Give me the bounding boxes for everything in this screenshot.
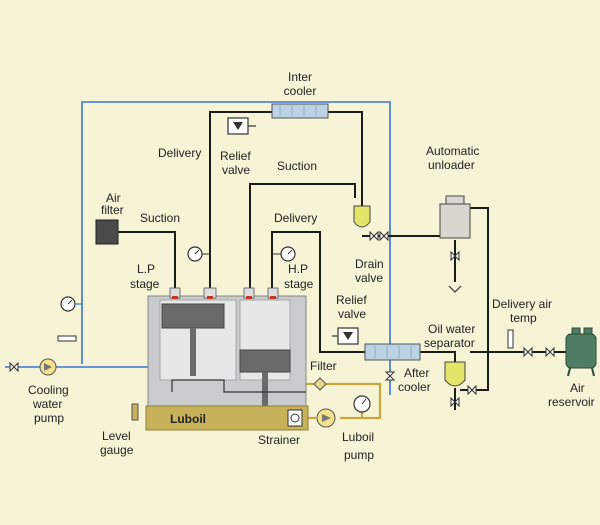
label-delivery-air-temp-2: temp [510, 311, 537, 325]
label-luboil-pump-1: Luboil [342, 430, 374, 444]
label-air-reservoir-1: Air [570, 381, 585, 395]
label-air-filter-2: filter [101, 203, 124, 217]
oil-filter-icon [313, 377, 327, 391]
label-oil-water-sep-1: Oil water [428, 322, 475, 336]
label-cooling-water-pump-3: pump [34, 411, 64, 425]
label-relief-valve-top-1: Relief [220, 149, 251, 163]
label-hp-stage-2: stage [284, 277, 314, 291]
air-lines [118, 111, 566, 410]
label-relief-valve-top-2: valve [222, 163, 250, 177]
air-reservoir-icon [565, 327, 597, 377]
label-drain-valve-1: Drain [355, 257, 384, 271]
pressure-gauge-hp-icon [272, 246, 296, 262]
label-strainer: Strainer [258, 433, 300, 447]
relief-valve-mid-icon [332, 327, 359, 345]
delivery-air-temp-icon [507, 329, 514, 349]
label-intercooler-1: Inter [288, 70, 312, 84]
label-luboil-pump-2: pump [344, 448, 374, 462]
drain-valve-icon [369, 230, 379, 242]
cooling-water-pump-icon [9, 358, 57, 376]
label-intercooler-2: cooler [284, 84, 317, 98]
label-filter: Filter [310, 359, 337, 373]
air-filter-icon [95, 219, 119, 245]
luboil-sump [145, 405, 309, 431]
label-air-filter-1: Air [106, 191, 121, 205]
label-luboil: Luboil [170, 412, 206, 426]
label-after-cooler-2: cooler [398, 380, 431, 394]
pressure-gauge-lp-icon [187, 246, 210, 262]
label-cooling-water-pump-2: water [32, 397, 62, 411]
label-delivery-right: Delivery [274, 211, 317, 225]
label-delivery-top: Delivery [158, 146, 201, 160]
label-drain-valve-2: valve [355, 271, 383, 285]
after-cooler [364, 343, 421, 361]
strainer-icon [287, 409, 303, 427]
label-air-reservoir-2: reservoir [548, 395, 595, 409]
label-lp-stage-1: L.P [137, 262, 155, 276]
luboil-pump-icon [316, 408, 336, 428]
label-level-gauge-2: gauge [100, 443, 134, 457]
relief-valve-top-icon [227, 117, 256, 135]
delivery-valve-icon [523, 346, 555, 358]
water-gauge-icon [60, 296, 82, 312]
label-automatic-unloader-2: unloader [428, 158, 475, 172]
label-delivery-air-temp-1: Delivery air [492, 297, 552, 311]
label-oil-water-sep-2: separator [424, 336, 475, 350]
drain-valve-separator-icon [353, 205, 371, 228]
automatic-unloader-icon [439, 195, 471, 293]
label-relief-valve-mid-1: Relief [336, 293, 367, 307]
label-suction-left: Suction [140, 211, 180, 225]
luboil-gauge-icon [353, 395, 371, 413]
label-suction-top: Suction [277, 159, 317, 173]
oil-water-separator-icon [444, 361, 477, 408]
label-after-cooler-1: After [404, 366, 429, 380]
line-valve-icon [379, 230, 389, 242]
labels: Inter cooler Delivery Relief valve Sucti… [28, 70, 595, 462]
water-valve-icon [384, 371, 396, 381]
thermometer-icon [57, 335, 77, 342]
label-relief-valve-mid-2: valve [338, 307, 366, 321]
label-level-gauge-1: Level [102, 429, 131, 443]
label-lp-stage-2: stage [130, 277, 160, 291]
compressor-body [147, 287, 307, 410]
label-automatic-unloader-1: Automatic [426, 144, 479, 158]
level-gauge-icon [131, 403, 139, 421]
label-cooling-water-pump-1: Cooling [28, 383, 69, 397]
intercooler [271, 103, 329, 119]
label-hp-stage-1: H.P [288, 262, 308, 276]
